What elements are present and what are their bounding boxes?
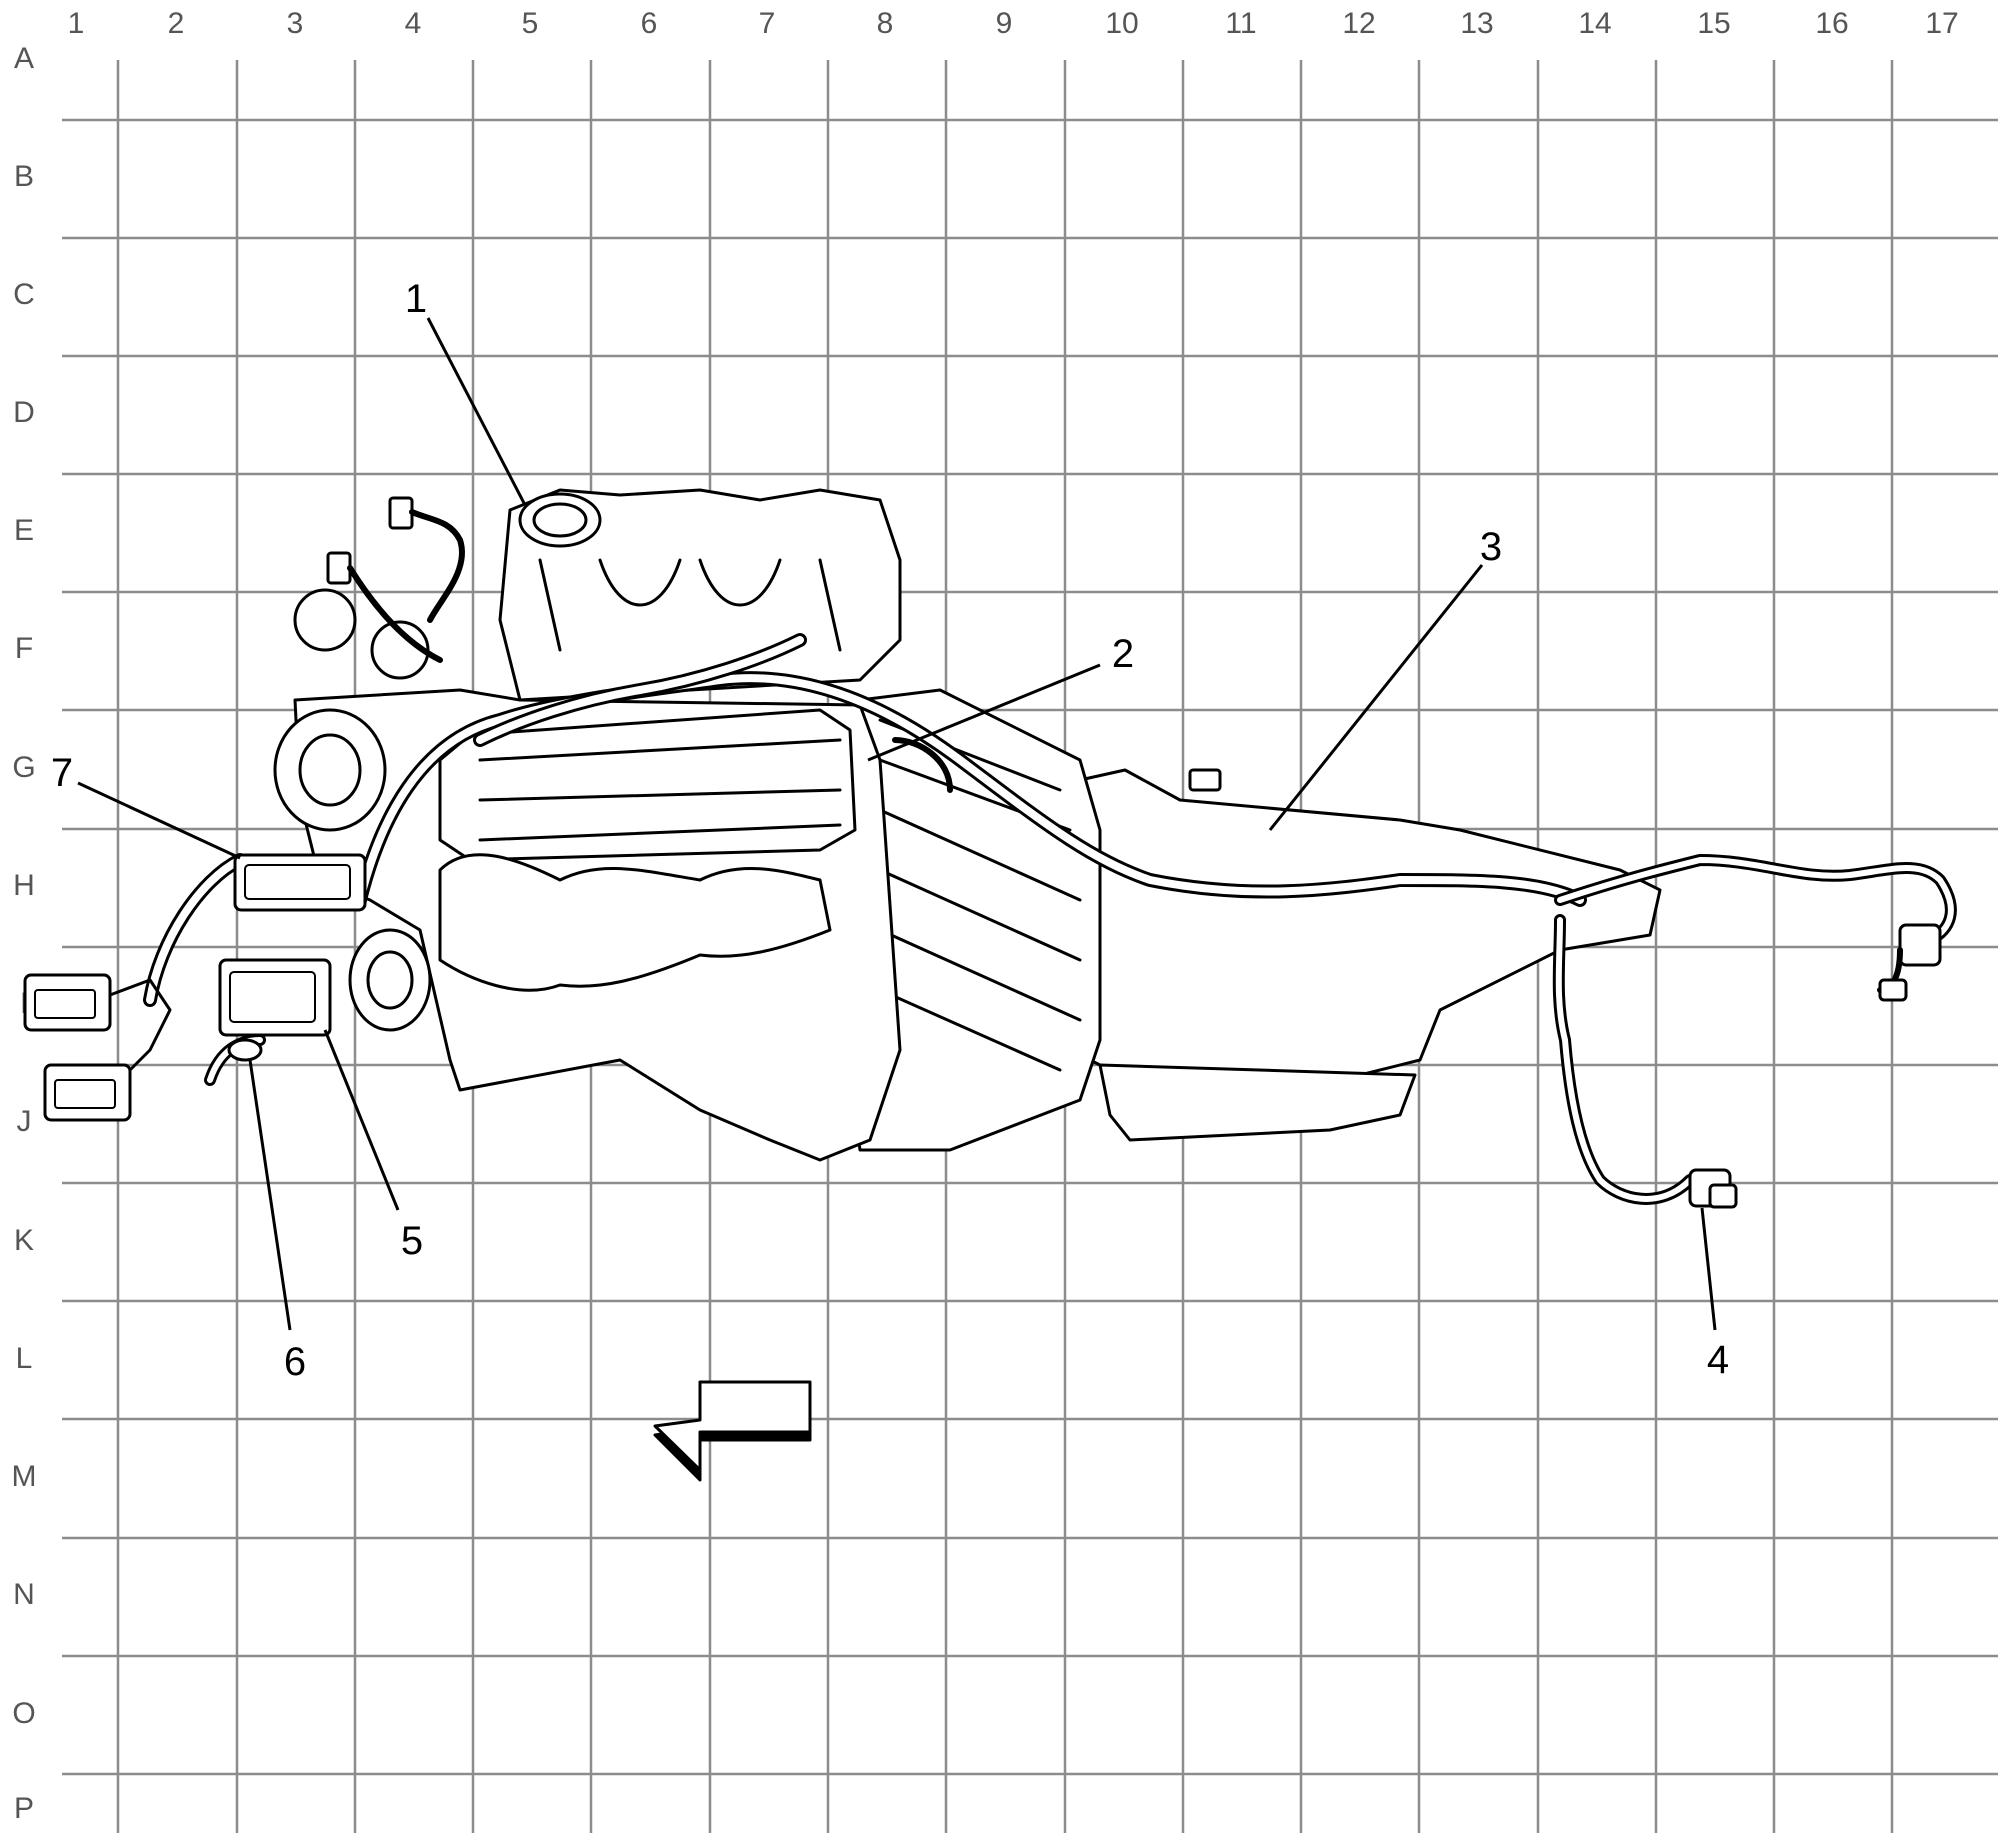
column-label: 10 (1105, 7, 1138, 40)
leader-line-3 (1268, 564, 1484, 831)
row-label: D (13, 396, 35, 429)
column-label: 12 (1342, 7, 1375, 40)
column-label: 6 (641, 7, 658, 40)
column-label: 11 (1225, 7, 1256, 40)
column-labels: 1 2 3 4 5 6 7 8 9 10 11 12 13 14 15 16 1… (68, 7, 1959, 40)
leader-line-1 (426, 317, 527, 506)
column-label: 17 (1925, 7, 1958, 40)
callout-2: 2 (1112, 632, 1134, 676)
leader-line-2 (867, 663, 1101, 762)
row-label: L (16, 1342, 33, 1375)
leader-line-6 (248, 1059, 292, 1331)
front-direction-arrow-icon (653, 1380, 812, 1482)
column-label: 4 (405, 7, 422, 40)
row-label: G (12, 751, 35, 784)
row-label: E (14, 514, 34, 547)
column-label: 1 (68, 7, 85, 40)
callout-1: 1 (405, 277, 427, 321)
row-label: K (14, 1224, 34, 1257)
column-label: 13 (1460, 7, 1493, 40)
column-label: 15 (1697, 7, 1730, 40)
column-label: 16 (1815, 7, 1848, 40)
column-label: 7 (759, 7, 776, 40)
row-label: F (15, 632, 33, 665)
column-label: 2 (168, 7, 185, 40)
column-label: 8 (877, 7, 894, 40)
leader-line-4 (1700, 1207, 1717, 1331)
row-label: O (12, 1697, 35, 1730)
callout-labels: 1 2 3 4 5 6 7 (51, 277, 1729, 1384)
column-label: 9 (996, 7, 1013, 40)
callout-3: 3 (1480, 525, 1502, 569)
row-label: J (17, 1105, 32, 1138)
column-label: 5 (522, 7, 539, 40)
row-label: A (14, 42, 34, 75)
row-label: N (13, 1578, 35, 1611)
row-label: B (14, 160, 34, 193)
engine-transmission-drawing (23, 488, 1957, 1209)
callout-6: 6 (284, 1340, 306, 1384)
row-label: C (13, 278, 35, 311)
row-label: H (13, 869, 35, 902)
row-label: P (14, 1792, 34, 1825)
leader-line-7 (77, 781, 241, 860)
callout-5: 5 (401, 1219, 423, 1263)
column-label: 3 (287, 7, 304, 40)
column-label: 14 (1578, 7, 1611, 40)
row-label: M (12, 1460, 37, 1493)
callout-7: 7 (51, 751, 73, 795)
callout-leaders (77, 317, 1717, 1331)
callout-4: 4 (1707, 1338, 1729, 1382)
row-labels: A B C D E F G H I J K L M N O P (12, 42, 37, 1825)
leader-line-5 (323, 1029, 400, 1211)
